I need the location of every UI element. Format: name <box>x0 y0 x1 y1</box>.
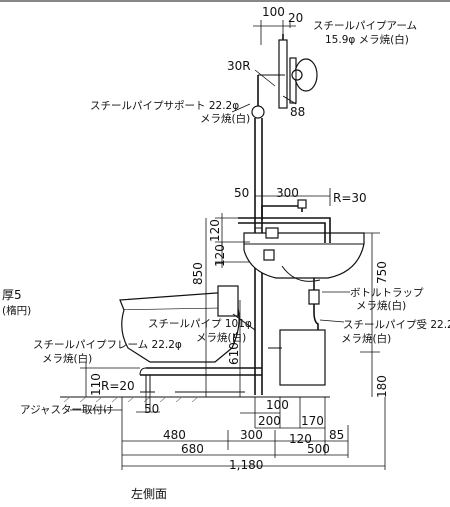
dim-88: 88 <box>290 105 306 119</box>
toilet <box>119 285 256 363</box>
left-partial-2: (楕円) <box>2 305 32 317</box>
pipe-frame <box>139 367 262 393</box>
frame-name-label: スチールパイプフレーム 22.2φ <box>33 339 182 351</box>
receiver-finish-label: メラ焼(白) <box>341 333 392 345</box>
dim-120-upper: 120 <box>208 219 222 242</box>
dim-500: 500 <box>307 442 330 456</box>
dim-r30: R=30 <box>333 191 367 205</box>
dim-170: 170 <box>301 414 324 428</box>
left-partial-1: 厚5 <box>2 288 22 302</box>
trap-name-label: ボトルトラップ <box>350 287 424 299</box>
dim-1180: 1,180 <box>229 458 264 472</box>
dim-750: 750 <box>375 261 389 284</box>
dim-480: 480 <box>163 428 186 442</box>
caption-left-side-view: 左側面 <box>131 487 168 501</box>
top-dims <box>254 188 331 206</box>
dim-30r: 30R <box>227 59 251 73</box>
arm-assembly <box>231 20 318 113</box>
dim-180: 180 <box>375 375 389 398</box>
dim-50-top: 50 <box>234 186 250 200</box>
pipe-name-label: スチールパイプ 101φ <box>148 318 252 330</box>
dim-20-top: 20 <box>288 11 304 25</box>
arm-name-label: スチールパイプアーム <box>313 20 418 32</box>
dim-r20: R=20 <box>101 379 135 393</box>
adjuster-label: アジャスター取付け <box>20 404 114 416</box>
dim-120-bottom: 120 <box>289 432 312 446</box>
dim-300-top: 300 <box>276 186 299 200</box>
support-name-label: スチールパイプサポート 22.2φ <box>90 100 240 112</box>
arm-spec-label: 15.9φ メラ焼(白) <box>325 34 409 46</box>
dim-100-top: 100 <box>262 5 285 19</box>
pipe-finish-label: メラ焼(白) <box>196 332 247 344</box>
dim-850: 850 <box>191 262 205 285</box>
dim-100-bottom: 100 <box>266 398 289 412</box>
dim-50-bottom: 50 <box>144 402 160 416</box>
wash-basin <box>238 199 365 386</box>
receiver-name-label: スチールパイプ受 22.2 <box>343 319 450 331</box>
dim-300-bottom: 300 <box>240 428 263 442</box>
support-finish-label: メラ焼(白) <box>200 113 251 125</box>
vertical-dims <box>80 213 380 397</box>
dim-85: 85 <box>329 428 345 442</box>
bottom-dims <box>70 392 386 470</box>
dim-200: 200 <box>258 414 281 428</box>
dim-680: 680 <box>181 442 204 456</box>
frame-finish-label: メラ焼(白) <box>42 353 93 365</box>
trap-finish-label: メラ焼(白) <box>356 300 407 312</box>
dim-120-lower: 120 <box>213 244 227 267</box>
floor <box>60 396 330 403</box>
